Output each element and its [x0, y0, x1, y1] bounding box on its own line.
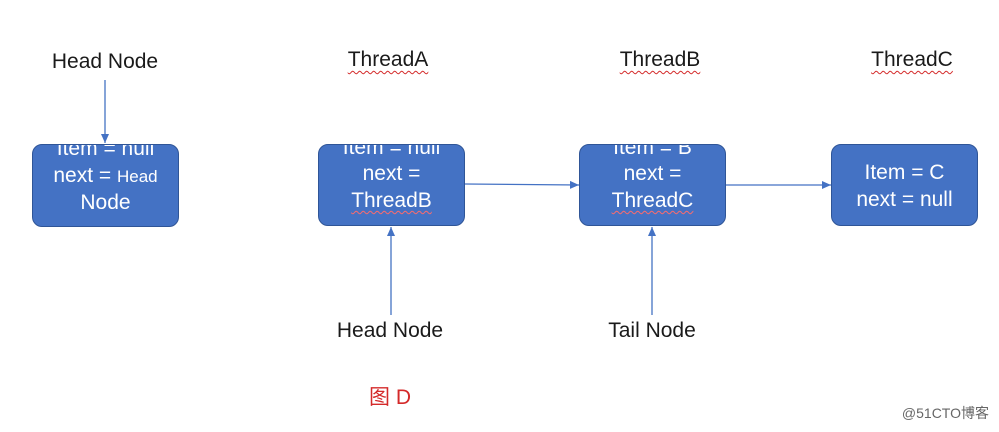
thread-a-title: ThreadA	[347, 48, 429, 71]
figure-caption: 图 D	[369, 386, 411, 409]
thread-b-next: next =	[623, 162, 682, 185]
thread-a-next-value-text: ThreadB	[351, 189, 432, 212]
head-node-next-value-cont: Node	[80, 191, 131, 214]
thread-c-item: Item = C	[864, 161, 945, 184]
thread-b-next-value: ThreadC	[580, 188, 725, 214]
head-node-label-top: Head Node	[51, 50, 159, 73]
thread-c-node-box: Item = C next = null	[831, 144, 978, 226]
thread-b-next-value-text: ThreadC	[611, 189, 694, 212]
tail-node-label: Tail Node	[608, 319, 696, 342]
thread-a-node-box: Item = null next = ThreadB	[318, 144, 465, 226]
head-node-next-value: Head	[117, 167, 158, 186]
head-node-box: Item = null next = Head Node	[32, 144, 179, 227]
thread-c-next: next = null	[856, 188, 953, 211]
thread-b-item: Item = B	[613, 144, 692, 159]
watermark: @51CTO博客	[901, 405, 989, 421]
thread-c-title: ThreadC	[871, 48, 953, 71]
thread-a-next-value: ThreadB	[319, 188, 464, 214]
thread-b-title: ThreadB	[619, 48, 701, 71]
head-node-next: next = Head	[33, 163, 178, 190]
head-node-label-bottom: Head Node	[336, 319, 444, 342]
head-node-next-prefix: next =	[53, 164, 117, 187]
head-node-item: Item = null	[56, 144, 155, 160]
thread-b-node-box: Item = B next = ThreadC	[579, 144, 726, 226]
thread-a-next: next =	[362, 162, 421, 185]
thread-a-item: Item = null	[342, 144, 441, 159]
arrow-threada-to-threadb	[464, 180, 580, 189]
